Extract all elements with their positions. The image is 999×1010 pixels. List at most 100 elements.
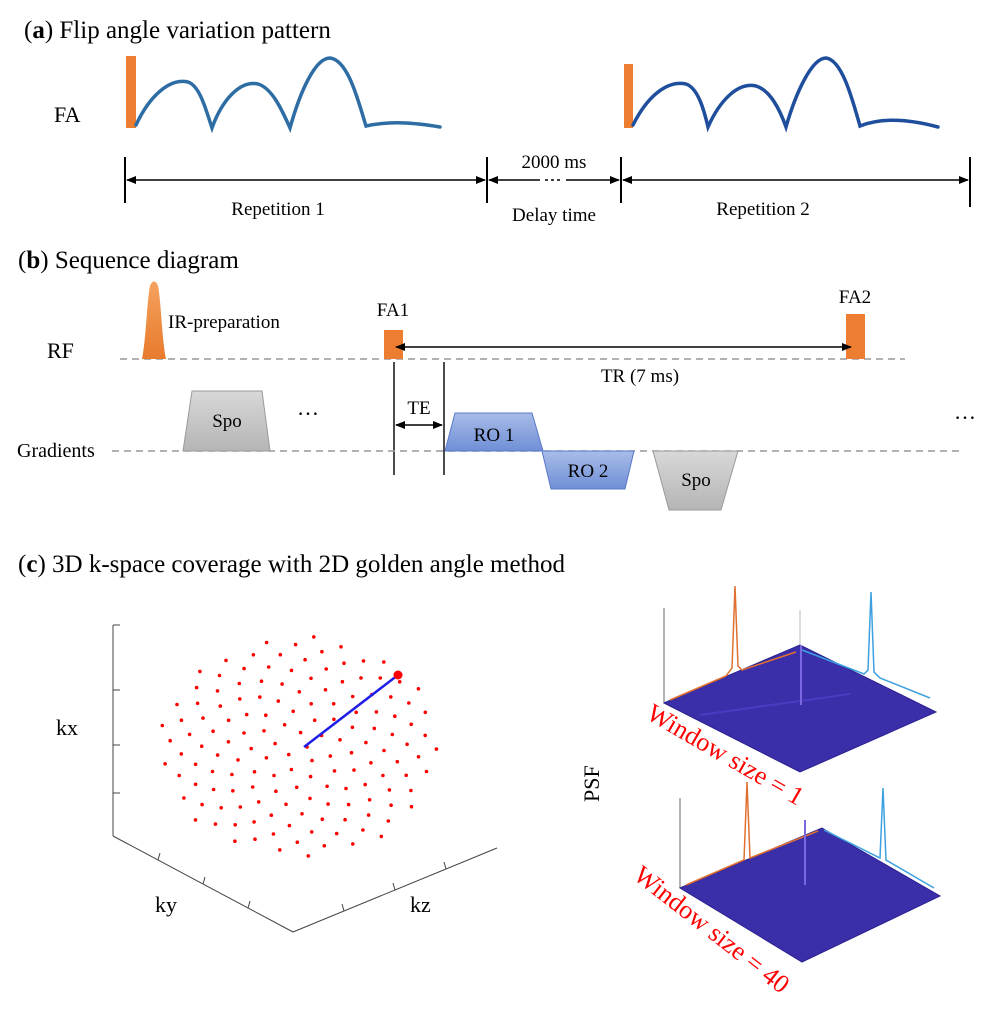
axis-tick	[341, 903, 345, 912]
kspace-point	[236, 758, 240, 762]
kspace-point	[424, 769, 429, 774]
kspace-point	[378, 676, 383, 680]
kspace-point	[397, 680, 402, 684]
kspace-point	[193, 762, 198, 767]
kspace-point	[231, 789, 235, 793]
kspace-point	[252, 820, 256, 824]
spoiler-gradient-2	[652, 450, 739, 511]
kspace-point	[312, 718, 317, 722]
kspace-point	[405, 742, 409, 747]
kspace-point	[390, 732, 395, 737]
kspace-point	[404, 773, 409, 778]
kspace-point	[211, 729, 215, 733]
kx-axis-label: kx	[56, 715, 78, 740]
kspace-point	[262, 729, 266, 733]
kspace-point	[238, 697, 242, 701]
spoke-endpoint	[393, 670, 403, 680]
kspace-point	[382, 660, 386, 664]
psf-axis-label: PSF	[579, 765, 604, 802]
kspace-point	[215, 689, 220, 693]
kspace-point	[175, 702, 179, 707]
axis-tick	[247, 900, 251, 909]
fa2-label: FA2	[839, 287, 871, 308]
delay-value-label: 2000 ms	[522, 152, 587, 173]
kspace-point	[250, 785, 255, 789]
kspace-point	[407, 701, 411, 705]
kspace-point	[351, 842, 355, 846]
kspace-point	[409, 804, 414, 809]
kspace-point	[242, 666, 246, 671]
kspace-point	[359, 676, 363, 680]
kspace-point	[160, 723, 165, 728]
kspace-point	[294, 785, 299, 790]
kspace-point	[389, 803, 393, 807]
psf2-orange-profile	[685, 781, 819, 886]
kspace-point	[210, 769, 215, 774]
kspace-point	[168, 738, 172, 743]
fa-pattern-curve-1	[134, 56, 442, 134]
kspace-point	[244, 712, 249, 717]
kspace-point	[215, 753, 220, 757]
panel-a-letter: a	[32, 17, 45, 44]
kspace-point	[295, 840, 300, 844]
kspace-point	[193, 782, 198, 787]
kspace-point	[282, 723, 287, 727]
kspace-point	[386, 819, 391, 823]
kspace-point	[395, 759, 400, 764]
kspace-point	[230, 772, 234, 777]
rf-axis-label: RF	[47, 338, 74, 363]
psf-plot-window-1: Window size = 1	[642, 585, 938, 811]
fa-preparation-pulse-1	[126, 56, 136, 128]
kspace-point	[249, 746, 253, 751]
kspace-point	[217, 673, 222, 678]
kspace-point	[177, 773, 181, 778]
tr-label: TR (7 ms)	[601, 366, 679, 387]
kspace-point	[434, 747, 439, 751]
kspace-point	[381, 773, 385, 778]
kspace-point	[280, 682, 284, 686]
kspace-point	[320, 649, 324, 654]
kspace-point	[332, 717, 336, 722]
kspace-point	[259, 679, 264, 683]
axis-tick	[392, 882, 396, 891]
kspace-point	[312, 635, 316, 639]
panel-c-letter: c	[26, 551, 37, 578]
kspace-point	[278, 652, 283, 657]
kspace-point	[303, 657, 307, 662]
kspace-point	[252, 770, 257, 774]
kspace-point	[253, 837, 257, 841]
spoiler-2-label: Spo	[681, 470, 711, 491]
kspace-point	[195, 701, 200, 706]
repetition-2-label: Repetition 2	[716, 199, 809, 220]
readout-1-label: RO 1	[474, 425, 515, 446]
fa2-pulse	[846, 314, 865, 359]
kspace-point	[350, 694, 355, 699]
kspace-point	[361, 659, 366, 663]
psf-plot-window-40: Window size = 40	[628, 781, 942, 999]
panel-c: (c) 3D k-space coverage with 2D golden a…	[18, 551, 942, 999]
kspace-point	[309, 702, 314, 706]
kspace-point	[363, 782, 368, 787]
panel-a-title: (a) Flip angle variation pattern	[24, 17, 331, 44]
psf1-orange-profile	[669, 585, 797, 701]
kspace-point	[367, 798, 372, 802]
kspace-point	[193, 818, 198, 822]
kspace-point	[343, 817, 347, 822]
kspace-point	[326, 802, 330, 806]
te-label: TE	[407, 398, 430, 419]
kspace-point	[409, 788, 413, 793]
psf1-ridge	[699, 693, 851, 716]
kspace-point	[251, 653, 256, 657]
kspace-point	[328, 754, 333, 758]
psf1-surface	[662, 644, 938, 773]
kspace-point	[211, 787, 216, 792]
kspace-point	[200, 802, 204, 807]
kz-axis-label: kz	[410, 892, 431, 917]
kspace-point	[340, 679, 345, 684]
axis-tick	[202, 876, 206, 885]
kspace-point	[310, 758, 314, 763]
kspace-point	[372, 726, 377, 731]
kspace-point	[266, 665, 271, 669]
kspace-point	[198, 669, 202, 674]
kspace-point	[366, 813, 371, 817]
